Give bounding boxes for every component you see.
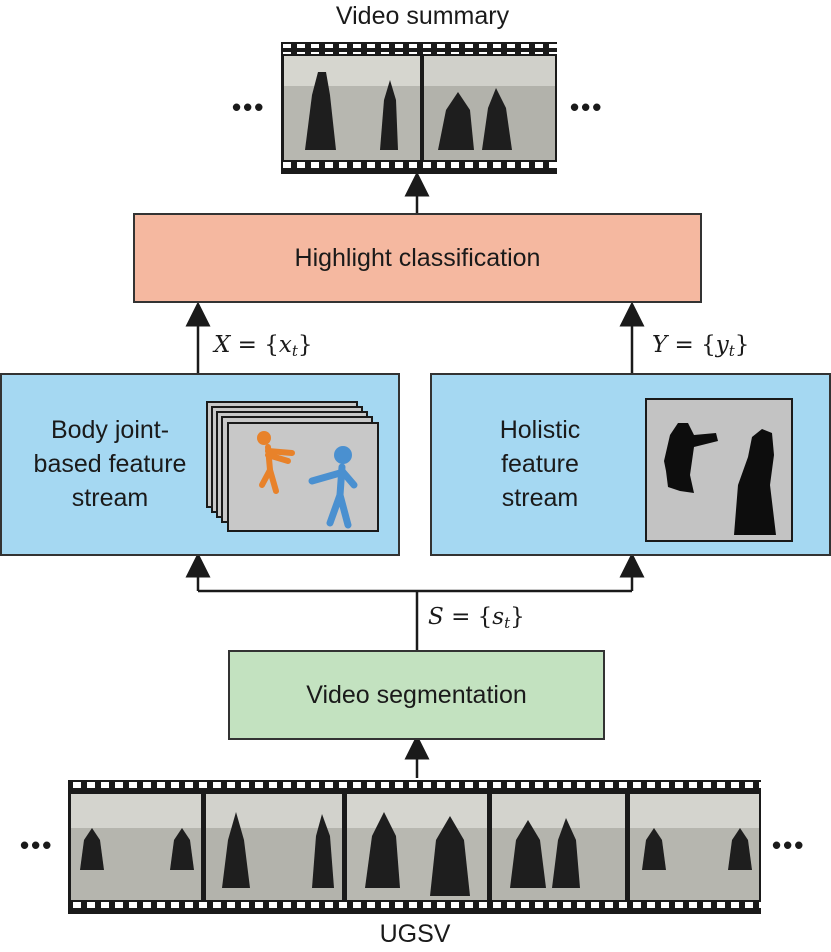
highlight-classification-box: Highlight classification [133, 213, 702, 303]
ugsv-film-strip [68, 780, 761, 914]
ugsv-label: UGSV [379, 920, 451, 948]
summary-right-ellipsis: ••• [570, 92, 604, 122]
x-set-label: X = {xt} [214, 332, 313, 360]
holistic-stream-label: Holistic feature stream [499, 416, 581, 512]
video-summary-label: Video summary [335, 2, 510, 30]
holistic-mask-image [645, 398, 793, 542]
video-segmentation-box: Video segmentation [228, 650, 605, 740]
holistic-stream-box: Holistic feature stream [430, 373, 831, 556]
summary-left-ellipsis: ••• [232, 92, 266, 122]
body-joint-stream-box: Body joint- based feature stream [0, 373, 400, 556]
video-segmentation-label: Video segmentation [306, 681, 527, 709]
y-set-label: Y = {yt} [652, 332, 750, 360]
body-joint-stream-label: Body joint- based feature stream [33, 416, 187, 512]
s-set-label: S = {st} [428, 604, 525, 632]
skeleton-frames-image [206, 401, 379, 532]
ugsv-left-ellipsis: ••• [20, 830, 54, 860]
summary-film-strip [281, 42, 557, 174]
highlight-classification-label: Highlight classification [294, 244, 541, 272]
ugsv-right-ellipsis: ••• [772, 830, 806, 860]
